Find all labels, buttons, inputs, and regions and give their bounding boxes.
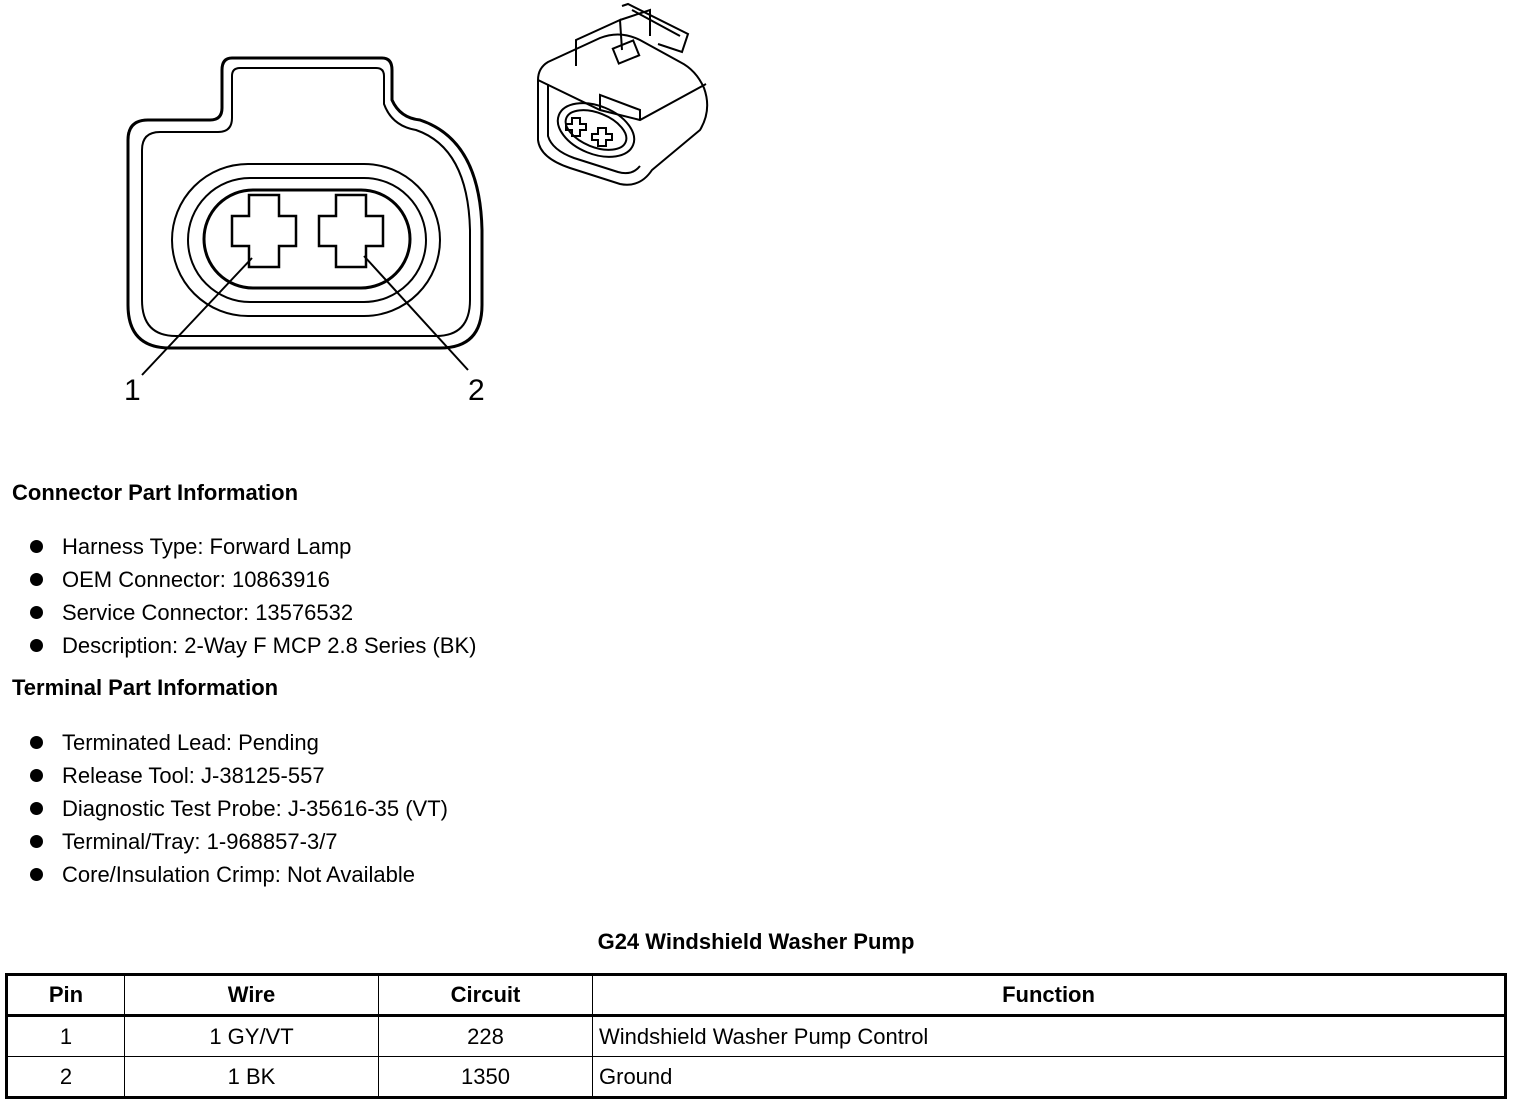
pin-2-label: 2 bbox=[468, 374, 485, 407]
table-header-row: Pin Wire Circuit Function bbox=[6, 974, 1506, 1017]
column-header-wire: Wire bbox=[124, 974, 379, 1017]
list-item: Service Connector: 13576532 bbox=[28, 596, 476, 629]
list-item: Description: 2-Way F MCP 2.8 Series (BK) bbox=[28, 629, 476, 662]
connector-info-list: Harness Type: Forward Lamp OEM Connector… bbox=[28, 530, 476, 662]
list-item: Harness Type: Forward Lamp bbox=[28, 530, 476, 563]
circuit-cell: 1350 bbox=[378, 1056, 593, 1098]
pin-cell: 2 bbox=[6, 1056, 125, 1098]
list-item: Terminated Lead: Pending bbox=[28, 726, 448, 759]
connector-diagram: 1 2 bbox=[124, 2, 709, 407]
list-item: Terminal/Tray: 1-968857-3/7 bbox=[28, 825, 448, 858]
list-item: Diagnostic Test Probe: J-35616-35 (VT) bbox=[28, 792, 448, 825]
connector-face-drawing bbox=[126, 56, 484, 376]
column-header-function: Function bbox=[592, 974, 1506, 1017]
connector-info-heading: Connector Part Information bbox=[12, 480, 299, 505]
table-row: 1 1 GY/VT 228 Windshield Washer Pump Con… bbox=[6, 1015, 1506, 1057]
pin-table: Pin Wire Circuit Function 1 1 GY/VT 228 … bbox=[5, 973, 1507, 1099]
table-row: 2 1 BK 1350 Ground bbox=[6, 1056, 1506, 1098]
connector-isometric-drawing bbox=[537, 2, 709, 186]
pin-cell: 1 bbox=[6, 1015, 125, 1057]
column-header-pin: Pin bbox=[6, 974, 125, 1017]
wire-cell: 1 GY/VT bbox=[124, 1015, 379, 1057]
pin-1-label: 1 bbox=[124, 374, 141, 407]
wire-cell: 1 BK bbox=[124, 1056, 379, 1098]
list-item: Core/Insulation Crimp: Not Available bbox=[28, 858, 448, 891]
circuit-cell: 228 bbox=[378, 1015, 593, 1057]
terminal-info-list: Terminated Lead: Pending Release Tool: J… bbox=[28, 726, 448, 891]
function-cell: Ground bbox=[592, 1056, 1506, 1098]
column-header-circuit: Circuit bbox=[378, 974, 593, 1017]
list-item: OEM Connector: 10863916 bbox=[28, 563, 476, 596]
terminal-info-heading: Terminal Part Information bbox=[12, 675, 279, 700]
function-cell: Windshield Washer Pump Control bbox=[592, 1015, 1506, 1057]
pin-table-title: G24 Windshield Washer Pump bbox=[597, 929, 915, 954]
list-item: Release Tool: J-38125-557 bbox=[28, 759, 448, 792]
